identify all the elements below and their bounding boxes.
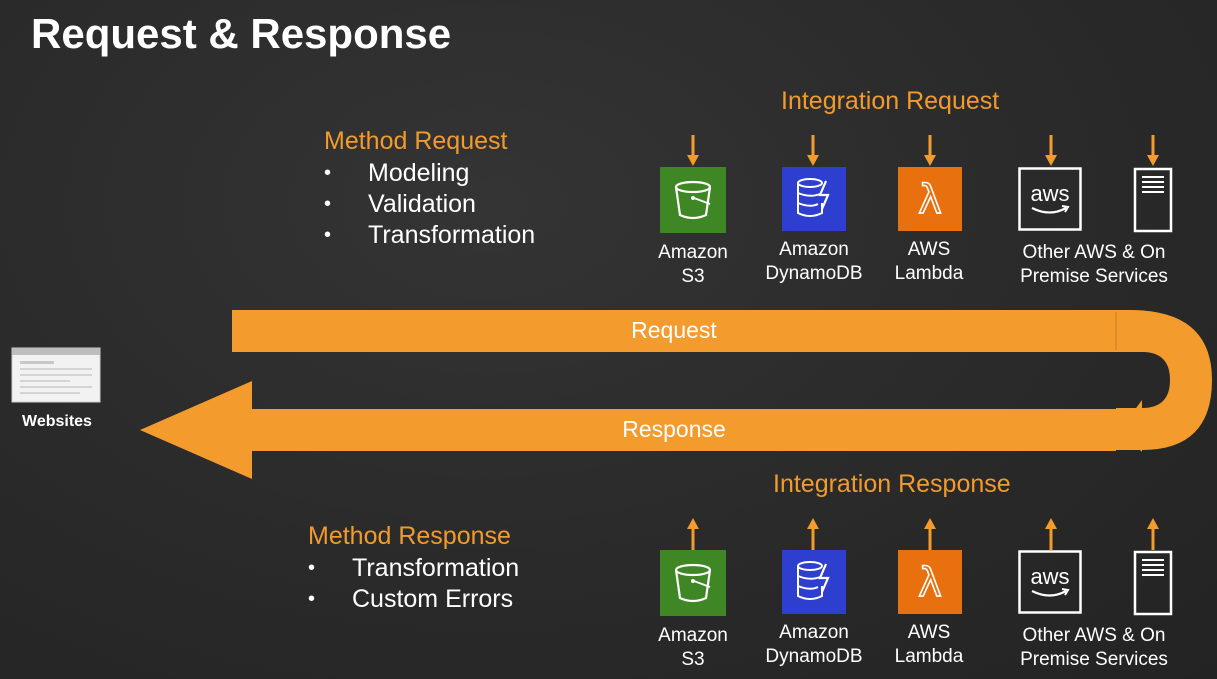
websites-label: Websites bbox=[22, 413, 92, 430]
integration-request-heading: Integration Request bbox=[781, 87, 1000, 115]
list-item: Transformation bbox=[324, 220, 535, 251]
request-label: Request bbox=[631, 317, 717, 343]
svg-text:λ: λ bbox=[918, 177, 942, 223]
service-server-request bbox=[1133, 167, 1173, 238]
s3-bucket-icon bbox=[660, 550, 726, 616]
service-server-response bbox=[1133, 550, 1173, 621]
list-item: Modeling bbox=[324, 158, 535, 189]
dynamodb-icon bbox=[782, 550, 846, 614]
service-other-request: aws bbox=[1018, 167, 1082, 236]
service-lambda-response: λ bbox=[898, 550, 962, 619]
websites-client: Websites bbox=[10, 346, 102, 430]
uturn-arrow-head bbox=[1120, 400, 1142, 452]
method-request-section: Method Request Modeling Validation Trans… bbox=[324, 127, 535, 251]
page-title: Request & Response bbox=[31, 10, 452, 57]
method-response-list: Transformation Custom Errors bbox=[308, 553, 519, 615]
response-label: Response bbox=[622, 416, 726, 442]
aws-logo-icon: aws bbox=[1018, 550, 1082, 614]
svg-text:λ: λ bbox=[918, 560, 942, 606]
service-other-response: aws bbox=[1018, 550, 1082, 619]
lambda-icon: λ bbox=[898, 167, 962, 231]
service-s3-request bbox=[660, 167, 726, 238]
list-item: Custom Errors bbox=[308, 584, 519, 615]
lambda-icon: λ bbox=[898, 550, 962, 614]
request-band bbox=[232, 310, 1212, 450]
service-dynamodb-response bbox=[782, 550, 846, 619]
server-icon bbox=[1133, 167, 1173, 233]
response-arrows bbox=[687, 518, 1159, 550]
dynamodb-icon bbox=[782, 167, 846, 231]
request-arrows bbox=[687, 135, 1159, 166]
method-request-list: Modeling Validation Transformation bbox=[324, 158, 535, 251]
response-band bbox=[140, 381, 1116, 479]
browser-window-icon bbox=[11, 347, 101, 403]
integration-response-heading: Integration Response bbox=[773, 470, 1011, 498]
method-request-heading: Method Request bbox=[324, 127, 508, 155]
aws-logo-icon: aws bbox=[1018, 167, 1082, 231]
svg-text:aws: aws bbox=[1030, 181, 1069, 206]
method-response-section: Method Response Transformation Custom Er… bbox=[308, 522, 519, 615]
service-lambda-request: λ bbox=[898, 167, 962, 236]
s3-bucket-icon bbox=[660, 167, 726, 233]
list-item: Validation bbox=[324, 189, 535, 220]
svg-text:aws: aws bbox=[1030, 564, 1069, 589]
method-response-heading: Method Response bbox=[308, 522, 511, 550]
server-icon bbox=[1133, 550, 1173, 616]
list-item: Transformation bbox=[308, 553, 519, 584]
service-dynamodb-request bbox=[782, 167, 846, 236]
service-s3-response bbox=[660, 550, 726, 621]
